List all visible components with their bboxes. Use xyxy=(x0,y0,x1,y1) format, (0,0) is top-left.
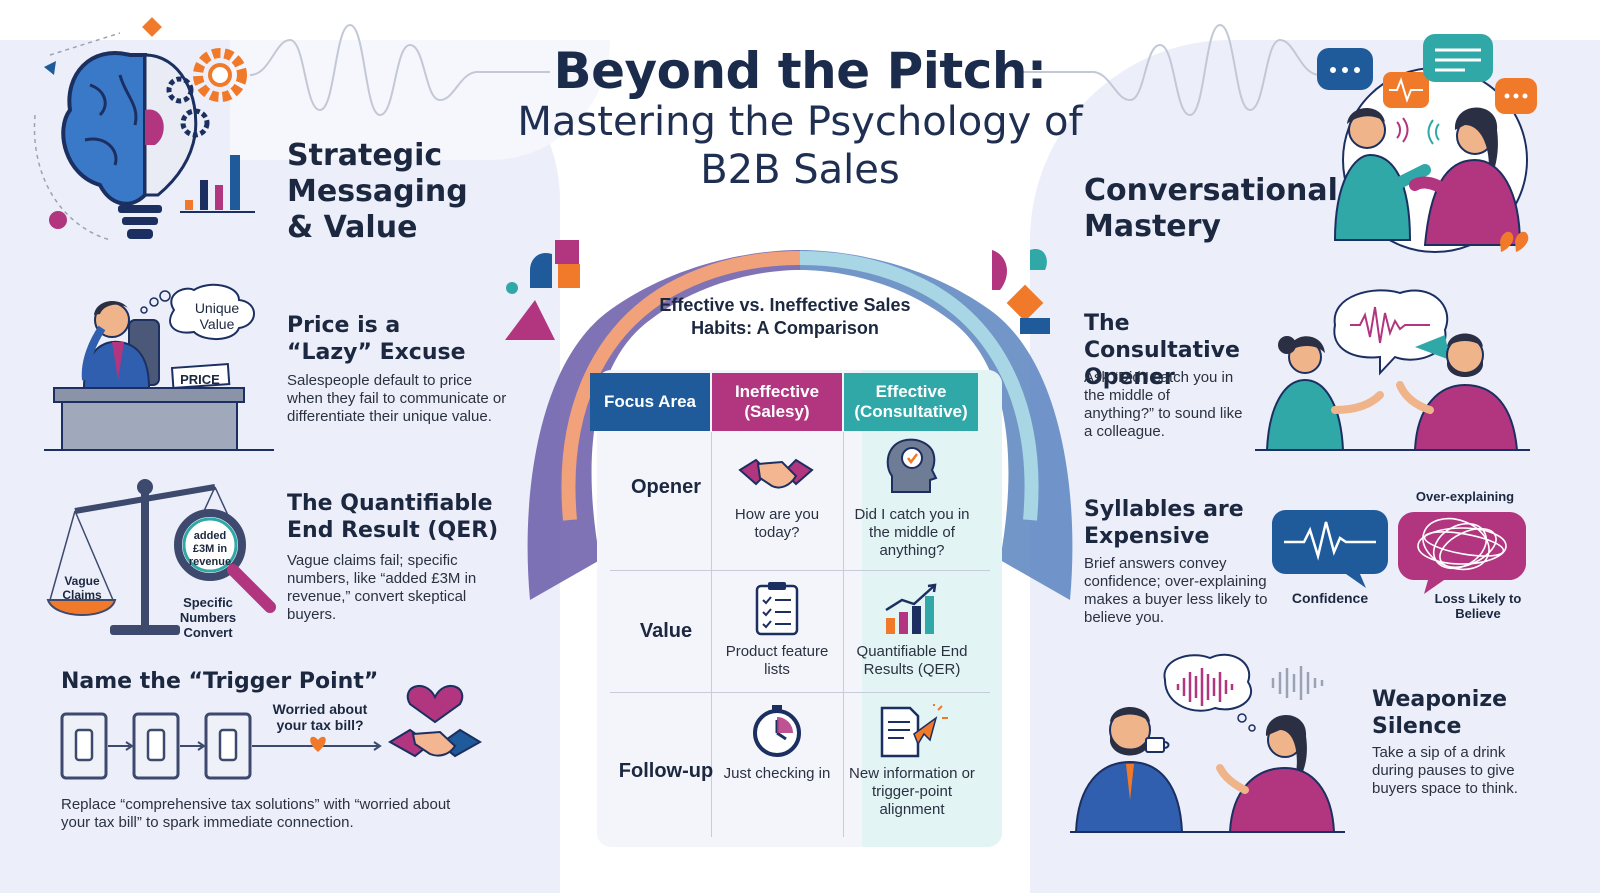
cell-opener-ineffective: How are you today? xyxy=(734,506,820,541)
price-sign-label: PRICE xyxy=(180,372,220,387)
frustrated-salesperson-icon xyxy=(44,283,274,451)
syllables-heading: Syllables are Expensive xyxy=(1084,497,1244,549)
weaponize-silence-body: Take a sip of a drink during pauses to g… xyxy=(1372,744,1518,797)
waveform-left-decoration xyxy=(250,23,550,117)
price-excuse-heading: Price is a “Lazy” Excuse xyxy=(287,313,466,365)
silence-conversation-icon xyxy=(1070,653,1345,833)
balance-scale-icon xyxy=(46,479,276,635)
weaponize-silence-heading: Weaponize Silence xyxy=(1372,687,1508,739)
consultative-opener-heading: The Consultative Opener xyxy=(1084,311,1240,390)
trigger-point-heading: Name the “Trigger Point” xyxy=(61,669,379,694)
row-label-opener: Opener xyxy=(630,476,702,498)
price-excuse-body: Salespeople default to price when they f… xyxy=(287,372,507,425)
cell-opener-effective: Did I catch you in the middle of anythin… xyxy=(854,506,970,559)
bridge-arch-decoration xyxy=(505,240,1073,600)
checklist-clipboard-icon xyxy=(755,582,799,636)
handshake-icon xyxy=(738,458,814,489)
handshake-heart-icon xyxy=(388,685,482,758)
head-lightbulb-icon xyxy=(886,438,938,493)
page-subtitle: Mastering the Psychology of B2B Sales xyxy=(517,99,1083,193)
consultative-opener-body: Ask “Did I catch you in the middle of an… xyxy=(1084,369,1243,440)
strategic-messaging-heading: Strategic Messaging & Value xyxy=(287,138,468,245)
cell-follow-up-ineffective: Just checking in xyxy=(723,765,831,782)
table-row-divider-2 xyxy=(610,692,990,693)
cell-value-effective: Quantifiable End Results (QER) xyxy=(856,643,968,678)
table-divider-2 xyxy=(843,432,844,837)
qer-body: Vague claims fail; specific numbers, lik… xyxy=(287,552,477,623)
specific-numbers-label: Specific Numbers Convert xyxy=(179,595,237,640)
confidence-label: Confidence xyxy=(1291,590,1369,606)
over-explaining-bubble-icon xyxy=(1398,512,1526,594)
comparison-table-title: Effective vs. Ineffective Sales Habits: … xyxy=(659,295,911,338)
table-divider-1 xyxy=(711,432,712,837)
syllables-body: Brief answers convey confidence; over-ex… xyxy=(1084,555,1268,626)
cell-value-ineffective: Product feature lists xyxy=(725,643,829,678)
unique-value-bubble-label: Unique Value xyxy=(194,300,240,332)
waveform-right-decoration xyxy=(1020,23,1320,117)
light-switch-sequence-icon xyxy=(60,712,382,780)
confidence-bubble-icon xyxy=(1272,510,1388,588)
consultative-conversation-icon xyxy=(1255,289,1530,451)
clock-icon xyxy=(753,705,801,757)
growth-bar-chart-icon xyxy=(885,583,937,634)
conversation-people-icon xyxy=(1317,34,1537,253)
qer-lens-label: added £3M in revenue xyxy=(188,530,232,568)
row-label-value: Value xyxy=(639,620,693,642)
qer-heading: The Quantifiable End Result (QER) xyxy=(287,491,499,543)
conversational-mastery-heading: Conversational Mastery xyxy=(1084,173,1338,244)
header-ineffective: Ineffective (Salesy) xyxy=(712,373,842,431)
top-background-band xyxy=(230,40,610,160)
document-cursor-icon xyxy=(880,704,948,758)
header-effective: Effective (Consultative) xyxy=(844,373,978,431)
brain-gears-icon xyxy=(33,17,255,241)
trigger-bubble-text: Worried about your tax bill? xyxy=(272,701,368,733)
over-explaining-label: Over-explaining xyxy=(1415,489,1515,504)
vague-claims-label: Vague Claims xyxy=(62,574,102,602)
cell-follow-up-effective: New information or trigger-point alignme… xyxy=(849,765,975,818)
row-label-follow-up: Follow-up xyxy=(618,760,714,782)
loss-likely-label: Loss Likely to Believe xyxy=(1434,591,1522,621)
table-row-divider-1 xyxy=(610,570,990,571)
trigger-point-body: Replace “comprehensive tax solutions” wi… xyxy=(61,796,451,831)
page-title: Beyond the Pitch: xyxy=(553,42,1048,100)
header-focus-area: Focus Area xyxy=(590,373,710,431)
